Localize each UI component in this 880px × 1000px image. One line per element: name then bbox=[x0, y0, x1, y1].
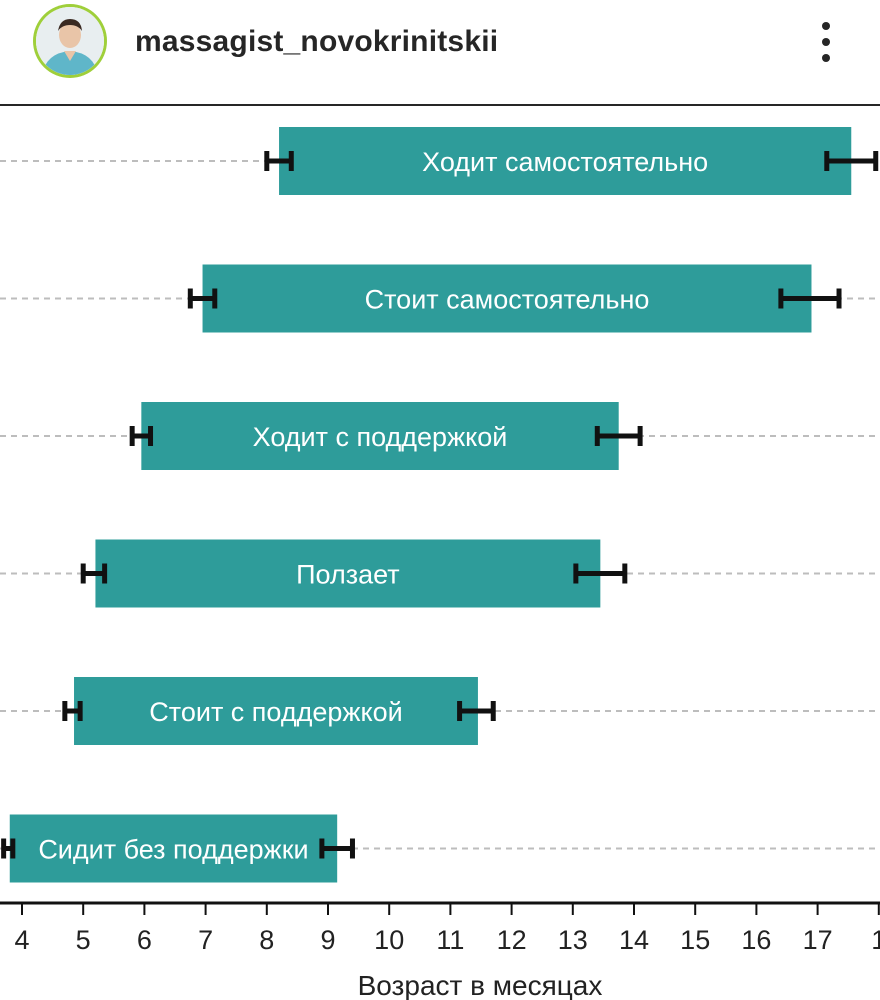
bar bbox=[95, 539, 601, 608]
x-tick-label: 5 bbox=[76, 925, 91, 955]
bar-label: Стоит с поддержкой bbox=[149, 697, 402, 727]
x-tick-label: 10 bbox=[374, 925, 404, 955]
more-dot bbox=[822, 38, 830, 46]
x-tick-label: 12 bbox=[497, 925, 527, 955]
profile-photo-icon bbox=[36, 7, 104, 75]
bar-label: Ходит самостоятельно bbox=[422, 147, 708, 177]
more-options-icon[interactable] bbox=[806, 18, 846, 66]
x-tick-label: 13 bbox=[558, 925, 588, 955]
bar bbox=[202, 264, 812, 333]
x-tick-label: 6 bbox=[137, 925, 152, 955]
avatar[interactable] bbox=[33, 4, 107, 78]
x-tick-label: 7 bbox=[198, 925, 213, 955]
bar-label: Ползает bbox=[296, 560, 399, 590]
more-dot bbox=[822, 22, 830, 30]
x-tick-label: 9 bbox=[320, 925, 335, 955]
bar bbox=[141, 402, 619, 470]
bar-label: Ходит с поддержкой bbox=[253, 422, 508, 452]
x-tick-label: 1 bbox=[871, 925, 880, 955]
post-header: massagist_novokrinitskii bbox=[0, 0, 880, 106]
more-dot bbox=[822, 54, 830, 62]
x-tick-label: 8 bbox=[259, 925, 274, 955]
x-axis-label: Возраст в месяцах bbox=[358, 970, 603, 1000]
x-tick-label: 15 bbox=[680, 925, 710, 955]
x-tick-label: 4 bbox=[14, 925, 29, 955]
x-tick-label: 14 bbox=[619, 925, 649, 955]
bar-label: Сидит без поддержки bbox=[38, 835, 308, 865]
username[interactable]: massagist_novokrinitskii bbox=[135, 25, 499, 58]
x-tick-label: 17 bbox=[803, 925, 833, 955]
x-tick-label: 11 bbox=[436, 925, 464, 955]
x-tick-label: 16 bbox=[741, 925, 771, 955]
bar bbox=[9, 814, 338, 883]
bar bbox=[279, 127, 852, 195]
bar-label: Стоит самостоятельно bbox=[365, 285, 650, 315]
bar bbox=[74, 677, 478, 745]
